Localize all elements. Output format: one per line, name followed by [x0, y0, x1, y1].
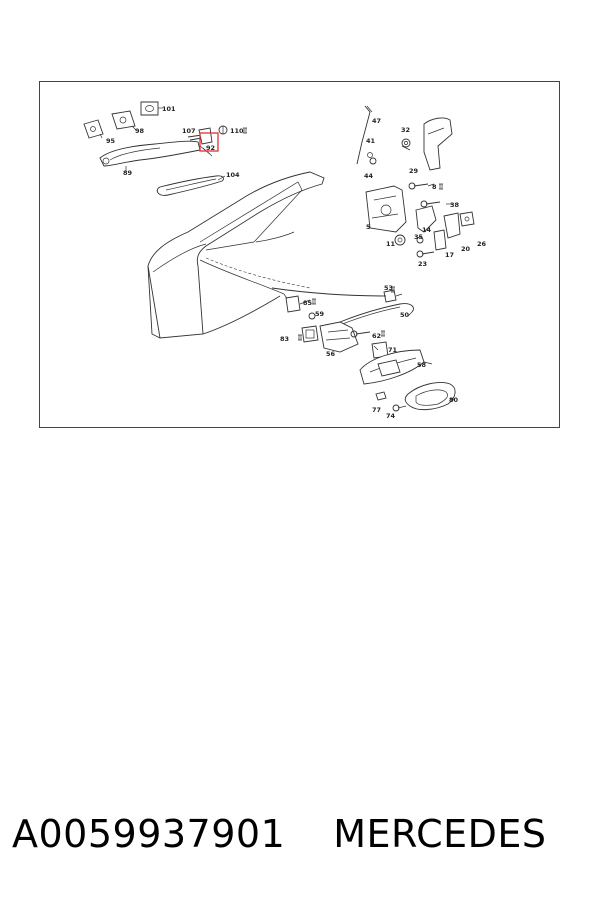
callout-20[interactable]: 20 [461, 245, 471, 253]
callout-85[interactable]: 85 [303, 299, 313, 307]
inner-handle-group [271, 287, 456, 412]
callout-14[interactable]: 14 [422, 226, 432, 234]
callout-32[interactable]: 32 [401, 126, 410, 134]
note-marks [243, 127, 443, 341]
callout-47[interactable]: 47 [372, 117, 381, 125]
callout-71[interactable]: 71 [388, 346, 398, 354]
callout-56[interactable]: 56 [326, 350, 336, 358]
callout-80[interactable]: 80 [449, 396, 459, 404]
callout-58[interactable]: 58 [417, 361, 427, 369]
part-number-text: A0059937901 [12, 812, 286, 856]
callout-38[interactable]: 38 [450, 201, 460, 209]
callout-92[interactable]: 92 [206, 144, 215, 152]
brand-text: MERCEDES [333, 812, 547, 856]
callout-17[interactable]: 17 [445, 251, 454, 259]
callout-98[interactable]: 98 [135, 127, 145, 135]
callout-29[interactable]: 29 [409, 167, 419, 175]
highlight-box-92[interactable] [199, 132, 219, 152]
callout-53[interactable]: 53 [384, 284, 393, 292]
callout-11[interactable]: 11 [386, 240, 396, 248]
callout-77[interactable]: 77 [372, 406, 381, 414]
callout-101[interactable]: 101 [162, 105, 176, 113]
parts-diagram: 101 98 95 89 107 92 110 104 47 41 32 29 … [39, 81, 560, 428]
callout-35[interactable]: 35 [414, 233, 424, 241]
leader-lines [99, 107, 455, 401]
door-panel [147, 171, 325, 339]
exploded-view-svg: 101 98 95 89 107 92 110 104 47 41 32 29 … [83, 101, 487, 420]
callout-50[interactable]: 50 [400, 311, 410, 319]
callout-62[interactable]: 62 [372, 332, 381, 340]
callout-104[interactable]: 104 [226, 171, 240, 179]
callout-41[interactable]: 41 [366, 137, 376, 145]
callout-5[interactable]: 5 [366, 223, 371, 231]
callout-59[interactable]: 59 [315, 310, 325, 318]
callout-74[interactable]: 74 [386, 412, 396, 420]
callout-8[interactable]: 8 [432, 183, 437, 191]
callout-95[interactable]: 95 [106, 137, 116, 145]
callout-107[interactable]: 107 [182, 127, 196, 135]
callout-89[interactable]: 89 [123, 169, 133, 177]
callout-26[interactable]: 26 [477, 240, 487, 248]
callout-44[interactable]: 44 [364, 172, 374, 180]
part-caption: A0059937901 MERCEDES [12, 804, 592, 864]
callout-110[interactable]: 110 [230, 127, 244, 135]
lock-rod-group [356, 105, 475, 258]
callout-23[interactable]: 23 [418, 260, 427, 268]
callout-83[interactable]: 83 [280, 335, 289, 343]
callout-labels: 101 98 95 89 107 92 110 104 47 41 32 29 … [106, 105, 487, 420]
